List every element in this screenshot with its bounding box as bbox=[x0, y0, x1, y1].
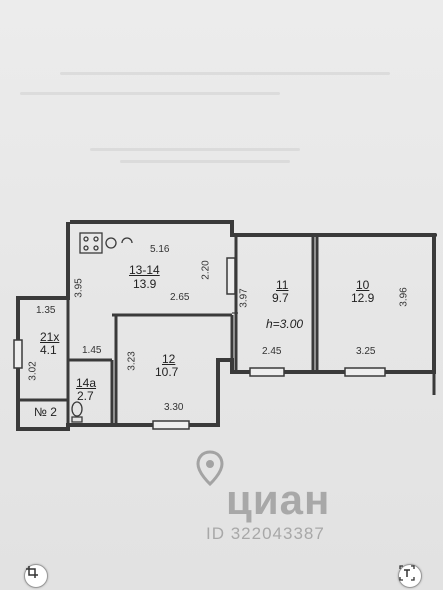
room-number: 12 bbox=[162, 352, 176, 366]
dimension-label: 2.45 bbox=[262, 346, 282, 357]
dimension-label: 3.95 bbox=[73, 278, 85, 298]
watermark-brand: циан bbox=[226, 476, 331, 523]
location-pin-icon bbox=[196, 450, 224, 486]
dimension-label: 2.20 bbox=[200, 260, 212, 280]
faint-print-line bbox=[20, 92, 280, 95]
faint-print-line bbox=[90, 148, 300, 151]
crop-icon bbox=[26, 566, 38, 578]
faint-print-line bbox=[60, 72, 390, 75]
room-number: 13-14 bbox=[129, 263, 160, 277]
watermark-id: ID 322043387 bbox=[206, 524, 325, 543]
dimension-label: 2.65 bbox=[170, 292, 190, 303]
room-number: 14a bbox=[76, 376, 97, 390]
room-number: 10 bbox=[356, 278, 370, 292]
dimension-label: 3.96 bbox=[398, 287, 410, 307]
room-area: 4.1 bbox=[40, 343, 57, 357]
room-number: № 2 bbox=[34, 405, 57, 419]
room-area: 2.7 bbox=[77, 389, 94, 403]
dimension-label: 3.23 bbox=[126, 351, 138, 371]
room-number: 21х bbox=[40, 330, 60, 344]
ceiling-height: h=3.00 bbox=[266, 317, 304, 331]
dimension-label: 3.02 bbox=[27, 361, 39, 381]
dimension-label: 1.35 bbox=[36, 305, 56, 316]
room-area: 9.7 bbox=[272, 291, 289, 305]
dimension-label: 3.97 bbox=[238, 288, 250, 308]
text-recognize-icon bbox=[399, 565, 415, 581]
room-area: 10.7 bbox=[155, 365, 179, 379]
crop-button[interactable] bbox=[24, 564, 48, 588]
room-area: 12.9 bbox=[351, 291, 375, 305]
room-number: 11 bbox=[276, 278, 289, 292]
dimension-label: 3.30 bbox=[164, 402, 184, 413]
faint-print-line bbox=[120, 160, 290, 163]
room-area: 13.9 bbox=[133, 277, 157, 291]
dimension-label: 1.45 bbox=[82, 345, 102, 356]
dimension-label: 3.25 bbox=[356, 346, 376, 357]
dimension-label: 5.16 bbox=[150, 244, 170, 255]
text-recognize-button[interactable] bbox=[398, 564, 422, 588]
